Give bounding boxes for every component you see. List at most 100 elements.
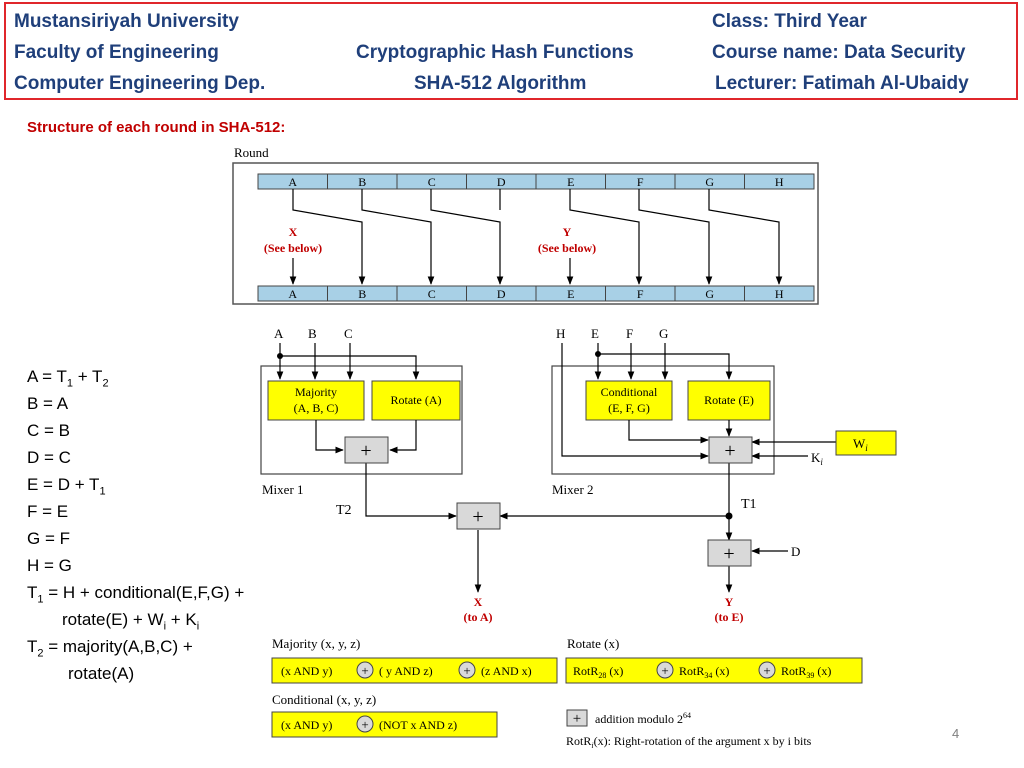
register-label-d: D bbox=[497, 175, 506, 189]
eq-text: T bbox=[27, 637, 38, 656]
majority-term-1: (x AND y) bbox=[281, 664, 332, 678]
register-label-b: B bbox=[358, 175, 366, 189]
lecturer-info: Lecturer: Fatimah Al-Ubaidy bbox=[715, 73, 969, 94]
register-label-b: B bbox=[358, 287, 366, 301]
course-info: Course name: Data Security bbox=[712, 42, 966, 63]
faculty-name: Faculty of Engineering bbox=[14, 42, 219, 63]
mixer2-input-e: E bbox=[591, 326, 599, 341]
out-x-dest: (to A) bbox=[464, 610, 493, 624]
addition-note: addition modulo 264 bbox=[595, 711, 691, 726]
eq-text: E = D + T bbox=[27, 475, 100, 494]
equation-t1: T1 = H + conditional(E,F,G) + bbox=[27, 583, 244, 609]
section-subtitle: Structure of each round in SHA-512: bbox=[27, 119, 286, 136]
register-label-e: E bbox=[567, 287, 574, 301]
t1-label: T1 bbox=[741, 497, 757, 512]
mixer1-input-c: C bbox=[344, 326, 353, 341]
class-info: Class: Third Year bbox=[712, 11, 867, 32]
register-label-h: H bbox=[775, 175, 784, 189]
register-label-g: G bbox=[705, 175, 714, 189]
rotate-e-text: Rotate (E) bbox=[704, 393, 754, 407]
register-label-g: G bbox=[705, 287, 714, 301]
eq-text: + T bbox=[72, 367, 103, 386]
out-y-dest: (to E) bbox=[715, 610, 744, 624]
y-label: Y bbox=[563, 225, 572, 239]
svg-text:+: + bbox=[360, 440, 371, 462]
svg-text:+: + bbox=[763, 663, 770, 678]
header-box: Mustansiriyah University Faculty of Engi… bbox=[4, 2, 1018, 100]
mixer1-frame bbox=[260, 365, 463, 475]
mixer1-input-a: A bbox=[274, 326, 284, 341]
t2-label: T2 bbox=[336, 503, 352, 518]
mixer2-wires bbox=[474, 343, 836, 593]
majority-term-2: ( y AND z) bbox=[379, 664, 433, 678]
mixer2-input-f: F bbox=[626, 326, 633, 341]
majority-args: (A, B, C) bbox=[294, 401, 339, 415]
register-wires bbox=[289, 189, 783, 285]
addition-symbol bbox=[566, 709, 588, 727]
svg-text:+: + bbox=[661, 663, 668, 678]
mixer2-input-h: H bbox=[556, 326, 565, 341]
conditional-legend-title: Conditional (x, y, z) bbox=[272, 692, 376, 707]
rotate-term-3: RotR39 (x) bbox=[781, 664, 831, 680]
d-input-label: D bbox=[791, 544, 800, 559]
register-label-f: F bbox=[637, 287, 644, 301]
equation-f: F = E bbox=[27, 502, 69, 521]
majority-legend-title: Majority (x, y, z) bbox=[272, 636, 360, 651]
svg-text:+: + bbox=[724, 440, 735, 462]
eq-sub: 1 bbox=[37, 593, 44, 606]
eq-text: = H + conditional(E,F,G) + bbox=[43, 583, 245, 602]
final-adder-y bbox=[707, 539, 752, 567]
register-label-f: F bbox=[637, 175, 644, 189]
w-box bbox=[835, 430, 897, 456]
svg-text:+: + bbox=[573, 711, 581, 727]
eq-text: T bbox=[27, 583, 38, 602]
university-name: Mustansiriyah University bbox=[14, 11, 239, 32]
svg-text:+: + bbox=[463, 663, 470, 678]
y-see-below: (See below) bbox=[538, 241, 596, 255]
svg-text:+: + bbox=[723, 543, 734, 565]
eq-text: = majority(A,B,C) + bbox=[43, 637, 193, 656]
rotate-term-2: RotR34 (x) bbox=[679, 664, 729, 680]
svg-text:+: + bbox=[361, 717, 368, 732]
round-label: Round bbox=[234, 145, 269, 160]
eq-sub: i bbox=[163, 620, 167, 633]
topic-title: Cryptographic Hash Functions bbox=[356, 42, 634, 63]
equation-t1-cont: rotate(E) + Wi + Ki bbox=[62, 610, 199, 636]
round-frame bbox=[232, 162, 819, 305]
svg-text:+: + bbox=[361, 663, 368, 678]
eq-sub: 1 bbox=[99, 485, 106, 498]
mixer2-input-g: G bbox=[659, 326, 668, 341]
mixer2-frame bbox=[551, 365, 775, 475]
equation-g: G = F bbox=[27, 529, 70, 548]
equation-c: C = B bbox=[27, 421, 70, 440]
out-y-label: Y bbox=[725, 595, 734, 609]
eq-sub: 2 bbox=[102, 377, 109, 390]
register-label-e: E bbox=[567, 175, 574, 189]
majority-term-3: (z AND x) bbox=[481, 664, 532, 678]
w-label: Wi bbox=[853, 436, 868, 453]
equation-b: B = A bbox=[27, 394, 69, 413]
x-see-below: (See below) bbox=[264, 241, 322, 255]
conditional-args: (E, F, G) bbox=[608, 401, 650, 415]
eq-sub: i bbox=[196, 620, 200, 633]
register-label-d: D bbox=[497, 287, 506, 301]
rotate-e-box bbox=[687, 380, 771, 421]
mixer1-wires bbox=[276, 343, 457, 520]
register-label-a: A bbox=[288, 287, 297, 301]
svg-text:+: + bbox=[472, 506, 483, 528]
register-cell bbox=[744, 285, 815, 302]
equation-e: E = D + T1 bbox=[27, 475, 106, 501]
rotate-a-box bbox=[371, 380, 461, 421]
mixer2-adder bbox=[708, 436, 753, 464]
x-label: X bbox=[289, 225, 298, 239]
out-x-label: X bbox=[474, 595, 483, 609]
register-label-c: C bbox=[428, 175, 436, 189]
register-cell bbox=[744, 173, 815, 190]
mixer2-label: Mixer 2 bbox=[552, 482, 594, 497]
eq-text: + K bbox=[166, 610, 197, 629]
eq-text: A = T bbox=[27, 367, 67, 386]
conditional-term-1: (x AND y) bbox=[281, 718, 332, 732]
equation-t2-cont: rotate(A) bbox=[68, 664, 135, 683]
final-adder-x bbox=[456, 502, 501, 530]
